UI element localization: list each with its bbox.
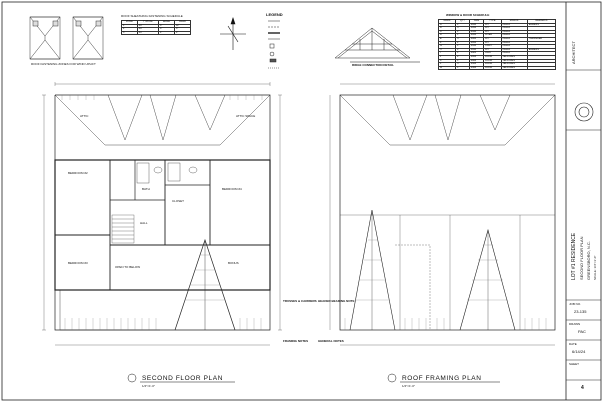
- north-arrow-icon: [220, 17, 246, 50]
- roof-schedule-title: ROOF SHEATHING FASTENING SCHEDULE: [121, 14, 183, 18]
- drawing-markers: [127, 373, 397, 383]
- ridge-connection-detail: [334, 27, 411, 59]
- sheet-date: 6/14/24: [572, 349, 586, 354]
- table-cell: [526, 65, 557, 71]
- ridge-detail-title: RIDGE CONNECTION DETAIL: [352, 63, 394, 67]
- table-cell: 2468: [468, 65, 485, 71]
- room-label: CLOSET: [172, 199, 185, 203]
- scale-note: SCALE: 1/4"=1'-0": [593, 255, 597, 280]
- roof-framing-plan: [329, 83, 556, 346]
- roof-framing-plan-title: ROOF FRAMING PLAN: [402, 375, 482, 382]
- notes-heading: FRAMING NOTES: [283, 339, 309, 343]
- legend-title: LEGEND: [266, 12, 283, 17]
- room-label: BEDROOM #3: [68, 261, 88, 265]
- sheet-title: SECOND FLOOR PLAN: [579, 236, 584, 280]
- room-label: OPEN TO BELOW: [115, 265, 141, 269]
- window-schedule-title: WINDOW & DOOR SCHEDULE: [446, 13, 490, 17]
- legend-symbols: [268, 20, 280, 69]
- room-label: BEDROOM #4: [222, 187, 242, 191]
- notes-heading: HEADER BEARING NOTE: [318, 299, 355, 303]
- second-floor-plan: [42, 82, 282, 346]
- drawn-label: DRAWN: [569, 322, 581, 326]
- project-name: LOT #1 RESIDENCE: [571, 232, 577, 280]
- table-cell: 3: [121, 30, 138, 36]
- second-floor-plan-title: SECOND FLOOR PLAN: [142, 375, 223, 382]
- drawn-by: PAC: [578, 329, 586, 334]
- room-label: BONUS: [228, 261, 239, 265]
- roof-framing-plan-scale: 1/4"=1'-0": [402, 384, 415, 388]
- table-cell: 4": [157, 30, 175, 36]
- room-label: HALL: [140, 221, 148, 225]
- firm-name: ARCHITECT: [571, 41, 576, 64]
- date-label: DATE: [569, 342, 577, 346]
- room-label: BEDROOM #2: [68, 171, 88, 175]
- project-location: GREENSBORO, N.C.: [586, 241, 591, 280]
- notes-heading: TRUSSES & CARRIERS: [283, 299, 317, 303]
- table-cell: 4": [173, 30, 192, 36]
- roof-fastening-diagram: [29, 16, 104, 60]
- roof-fastening-title: ROOF FASTENING ZONES FOR WIND UPLIFT: [31, 62, 96, 66]
- second-floor-plan-scale: 1/4"=1'-0": [142, 384, 155, 388]
- sheet-label: SHEET: [569, 362, 580, 366]
- notes-heading: GENERAL NOTES: [318, 339, 344, 343]
- sheet-number: 4: [581, 385, 584, 391]
- room-label: ATTIC SPACE: [236, 114, 256, 118]
- table-cell: JELD-WEN: [500, 65, 528, 71]
- job-label: JOB NO.: [569, 302, 582, 306]
- table-cell: 8d: [136, 30, 159, 36]
- table-cell: 1: [455, 65, 470, 71]
- job-number: 23-135: [574, 309, 587, 314]
- table-cell: DOOR: [483, 65, 502, 71]
- room-label: BATH: [142, 187, 150, 191]
- firm-logo-icon: [574, 102, 594, 122]
- room-label: ATTIC: [80, 114, 89, 118]
- table-cell: M: [437, 65, 457, 71]
